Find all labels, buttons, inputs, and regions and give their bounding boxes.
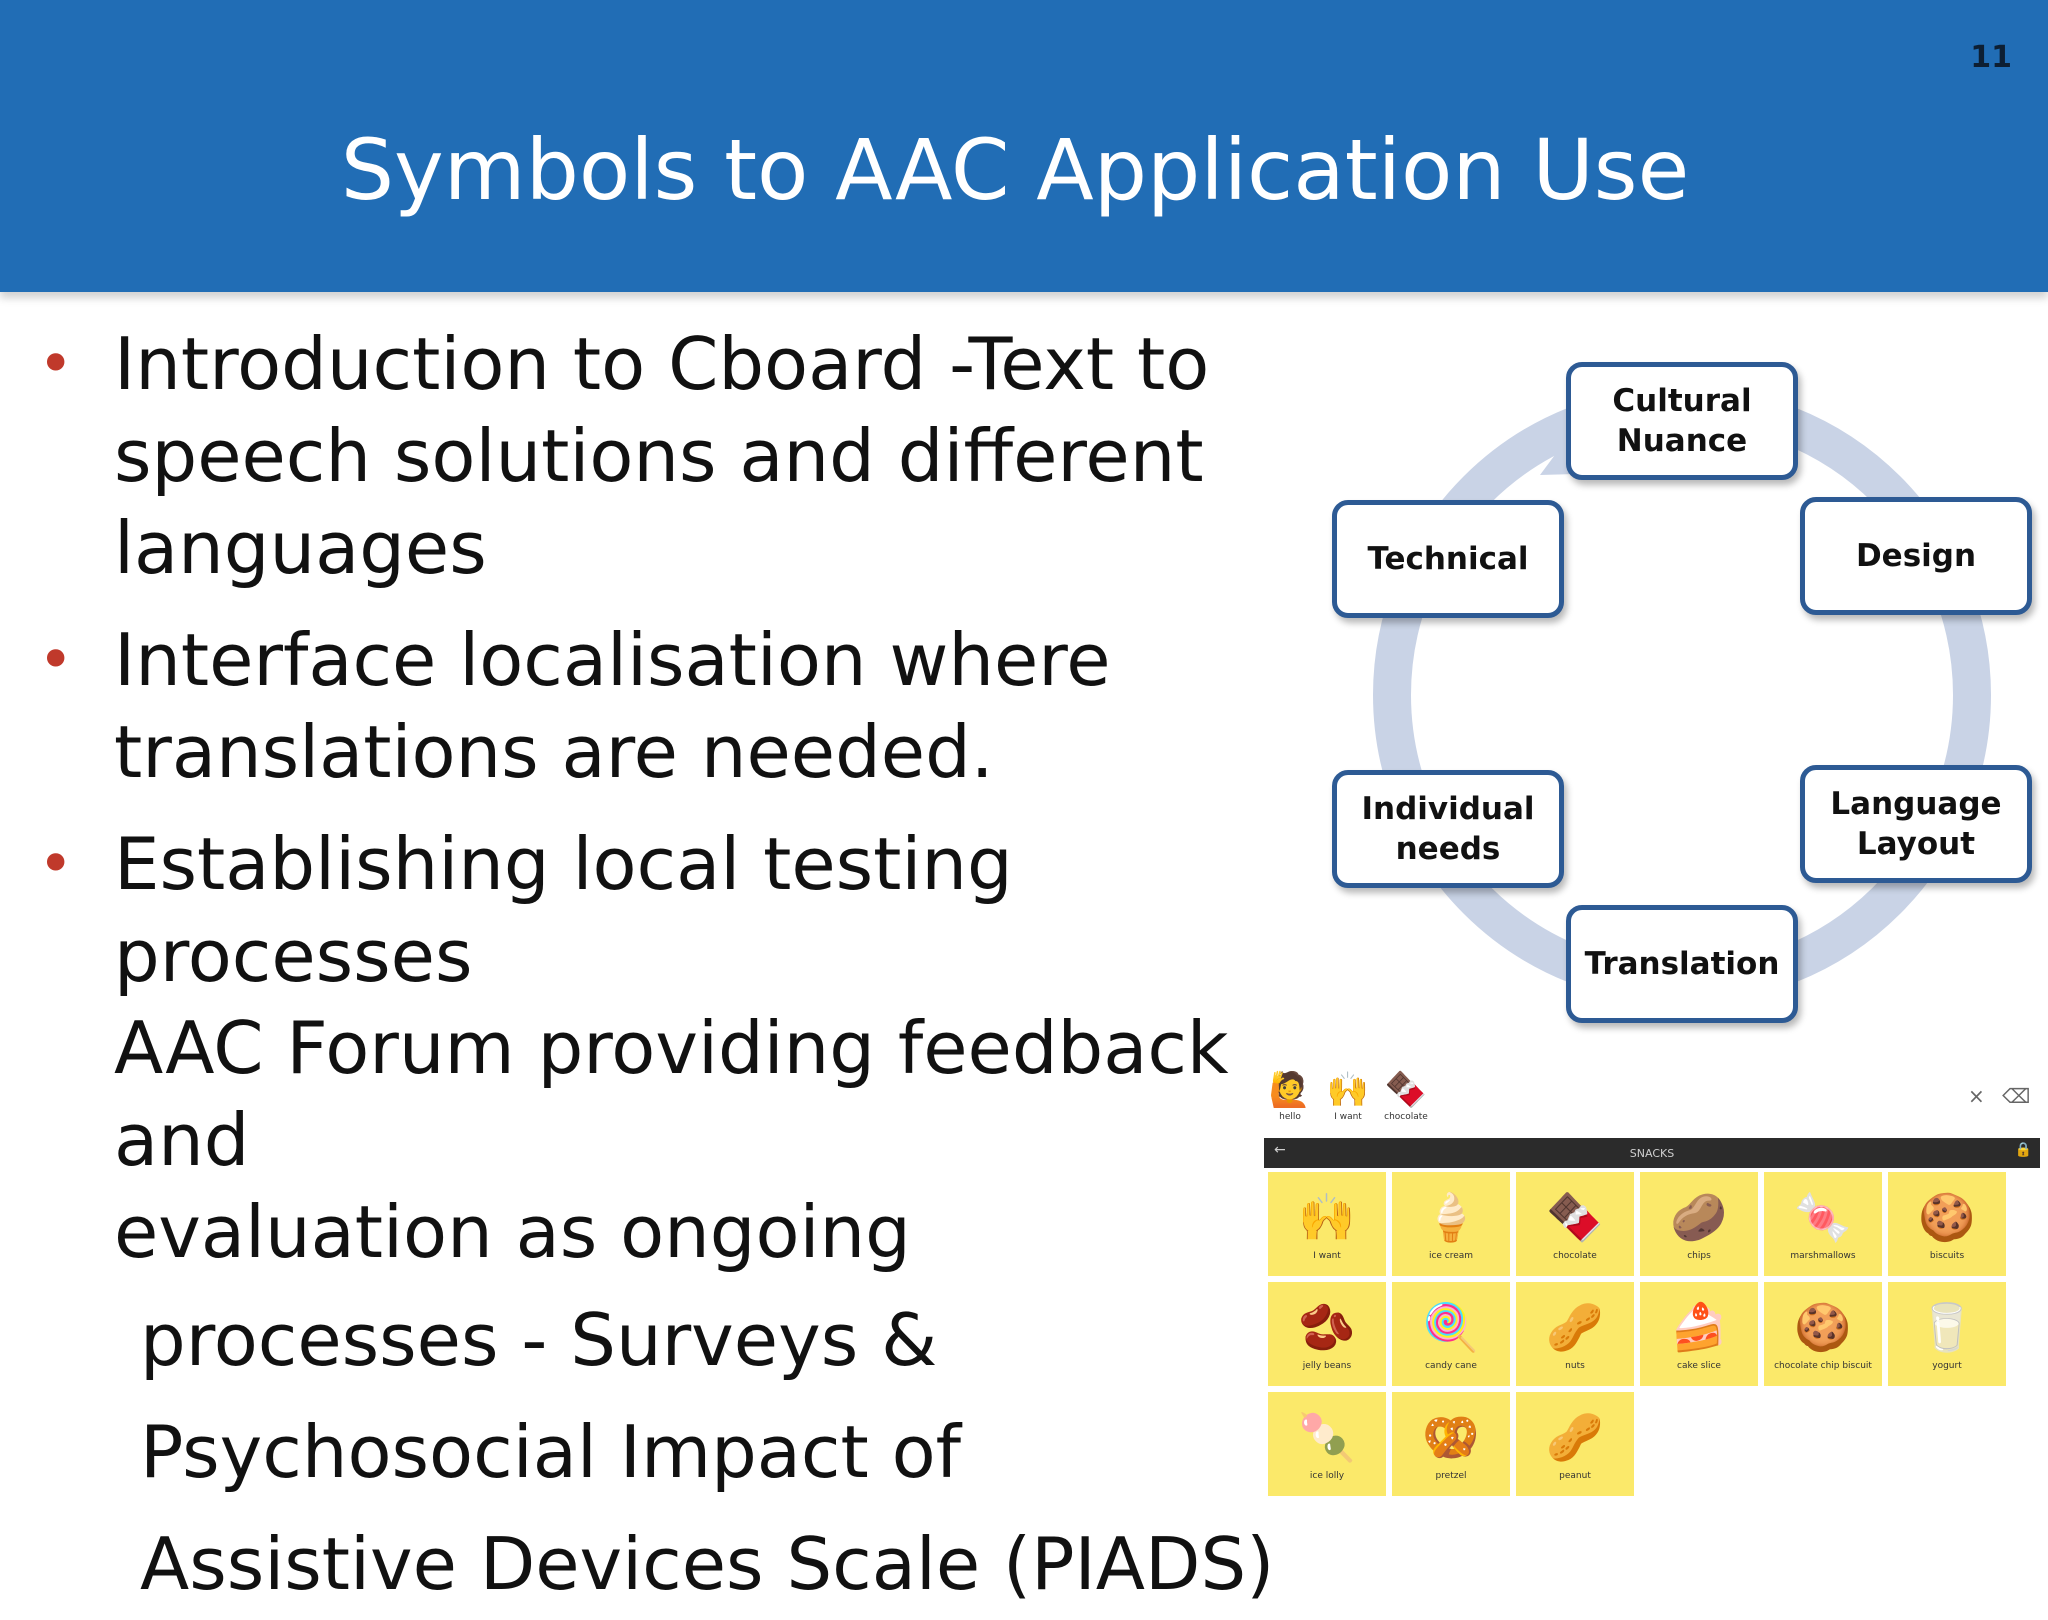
bullet-dot-icon: • bbox=[38, 625, 74, 695]
sentence-symbol[interactable]: 🍫 chocolate bbox=[1378, 1068, 1434, 1122]
cycle-ring-arc bbox=[1373, 386, 1991, 1004]
pretzel-icon: 🥨 bbox=[1422, 1410, 1480, 1464]
tile-label: ice lolly bbox=[1309, 1471, 1345, 1481]
cycle-node-language-layout: Language Layout bbox=[1800, 765, 2032, 883]
cycle-node-individual-needs: Individual needs bbox=[1332, 770, 1564, 888]
symbol-tile[interactable]: 🥨 pretzel bbox=[1392, 1392, 1510, 1496]
backspace-icon[interactable]: ⌫ bbox=[2002, 1084, 2031, 1108]
clear-icon[interactable]: × bbox=[1968, 1084, 1985, 1108]
bullet-line: Interface localisation where bbox=[114, 618, 1111, 702]
candy-cane-icon: 🍭 bbox=[1422, 1300, 1480, 1354]
tile-label: cake slice bbox=[1677, 1361, 1721, 1371]
tile-label: chocolate chip biscuit bbox=[1774, 1361, 1872, 1371]
bullet-list: • Introduction to Cboard -Text to speech… bbox=[38, 318, 1348, 1620]
jelly-beans-icon: 🫘 bbox=[1298, 1300, 1356, 1354]
cake-slice-icon: 🍰 bbox=[1670, 1300, 1728, 1354]
ice-cream-icon: 🍦 bbox=[1422, 1190, 1480, 1244]
bullet-line: AAC Forum providing feedback and bbox=[114, 1006, 1229, 1182]
person-waving-icon: 🙋 bbox=[1268, 1070, 1312, 1110]
bullet-line: evaluation as ongoing bbox=[114, 1190, 911, 1274]
cycle-node-technical: Technical bbox=[1332, 500, 1564, 618]
bullet-item: • Establishing local testing processes A… bbox=[38, 818, 1348, 1278]
symbol-tile[interactable]: 🍰 cake slice bbox=[1640, 1282, 1758, 1386]
chocolate-bar-icon: 🍫 bbox=[1384, 1070, 1428, 1110]
tile-label: pretzel bbox=[1435, 1471, 1467, 1481]
symbol-tile[interactable]: 🍡 ice lolly bbox=[1268, 1392, 1386, 1496]
tile-label: I want bbox=[1313, 1251, 1341, 1261]
symbol-tile[interactable]: 🍦 ice cream bbox=[1392, 1172, 1510, 1276]
chocolate-bar-icon: 🍫 bbox=[1546, 1190, 1604, 1244]
sentence-symbol[interactable]: 🙌 I want bbox=[1320, 1068, 1376, 1122]
bullet-item: • Introduction to Cboard -Text to speech… bbox=[38, 318, 1348, 594]
bullet-line: languages bbox=[114, 506, 487, 590]
tile-label: ice cream bbox=[1428, 1251, 1474, 1261]
tile-label: candy cane bbox=[1425, 1361, 1477, 1371]
cookie-icon: 🍪 bbox=[1794, 1300, 1852, 1354]
sub-line: processes - Surveys & bbox=[140, 1298, 938, 1382]
title-bar bbox=[0, 0, 2048, 292]
board-grid: 🙌 I want 🍦 ice cream 🍫 chocolate 🥔 chips 🍬 ma… bbox=[1268, 1172, 2042, 1508]
symbol-tile[interactable]: 🍪 chocolate chip biscuit bbox=[1764, 1282, 1882, 1386]
symbol-tile[interactable]: 🥔 chips bbox=[1640, 1172, 1758, 1276]
lock-icon[interactable]: 🔒 bbox=[2014, 1142, 2032, 1158]
nuts-icon: 🥜 bbox=[1546, 1300, 1604, 1354]
symbol-tile[interactable]: 🍬 marshmallows bbox=[1764, 1172, 1882, 1276]
tile-label: chips bbox=[1687, 1251, 1711, 1261]
symbol-tile[interactable]: 🙌 I want bbox=[1268, 1172, 1386, 1276]
tile-label: chocolate bbox=[1553, 1251, 1597, 1261]
back-arrow-icon[interactable]: ← bbox=[1274, 1142, 1286, 1158]
cycle-diagram: Cultural Nuance Design Language Layout T… bbox=[1320, 355, 2040, 1035]
chips-bag-icon: 🥔 bbox=[1670, 1190, 1728, 1244]
yogurt-cup-icon: 🥛 bbox=[1918, 1300, 1976, 1354]
cycle-node-design: Design bbox=[1800, 497, 2032, 615]
cboard-screenshot: 🙋 hello 🙌 I want 🍫 chocolate × ⌫ ← SNACK… bbox=[1262, 1068, 2042, 1508]
tile-label: peanut bbox=[1559, 1471, 1591, 1481]
biscuits-icon: 🍪 bbox=[1918, 1190, 1976, 1244]
sentence-symbol-label: I want bbox=[1334, 1112, 1362, 1122]
tile-label: marshmallows bbox=[1790, 1251, 1856, 1261]
symbol-tile[interactable]: 🥜 nuts bbox=[1516, 1282, 1634, 1386]
tile-label: yogurt bbox=[1932, 1361, 1962, 1371]
board-sentence-bar: 🙋 hello 🙌 I want 🍫 chocolate × ⌫ bbox=[1262, 1068, 2042, 1136]
cycle-node-cultural-nuance: Cultural Nuance bbox=[1566, 362, 1798, 480]
bullet-line: speech solutions and different bbox=[114, 414, 1204, 498]
bullet-line: translations are needed. bbox=[114, 710, 994, 794]
symbol-tile[interactable]: 🥜 peanut bbox=[1516, 1392, 1634, 1496]
symbol-tile[interactable]: 🍭 candy cane bbox=[1392, 1282, 1510, 1386]
bullet-line: Establishing local testing processes bbox=[114, 822, 1013, 998]
bullet-dot-icon: • bbox=[38, 329, 74, 399]
slide-number: 11 bbox=[1970, 40, 2012, 75]
bullet-item: • Interface localisation where translati… bbox=[38, 614, 1348, 798]
board-header: ← SNACKS 🔒 bbox=[1264, 1138, 2040, 1168]
marshmallow-bag-icon: 🍬 bbox=[1794, 1190, 1852, 1244]
sentence-symbol-label: hello bbox=[1279, 1112, 1301, 1122]
symbol-tile[interactable]: 🫘 jelly beans bbox=[1268, 1282, 1386, 1386]
ice-lolly-icon: 🍡 bbox=[1298, 1410, 1356, 1464]
symbol-tile[interactable]: 🍫 chocolate bbox=[1516, 1172, 1634, 1276]
sentence-symbol[interactable]: 🙋 hello bbox=[1262, 1068, 1318, 1122]
peanut-icon: 🥜 bbox=[1546, 1410, 1604, 1464]
symbol-tile[interactable]: 🥛 yogurt bbox=[1888, 1282, 2006, 1386]
tile-label: nuts bbox=[1565, 1361, 1585, 1371]
bullet-line: Introduction to Cboard -Text to bbox=[114, 322, 1210, 406]
tile-label: jelly beans bbox=[1302, 1361, 1352, 1371]
bullet-dot-icon: • bbox=[38, 829, 74, 899]
hands-reaching-icon: 🙌 bbox=[1326, 1070, 1370, 1110]
hands-reaching-icon: 🙌 bbox=[1298, 1190, 1356, 1244]
sub-line: Assistive Devices Scale (PIADS) bbox=[140, 1522, 1275, 1606]
tile-label: biscuits bbox=[1929, 1251, 1965, 1261]
board-title: SNACKS bbox=[1629, 1146, 1675, 1160]
sentence-symbol-label: chocolate bbox=[1384, 1112, 1428, 1122]
sub-line: Psychosocial Impact of bbox=[140, 1410, 962, 1494]
slide-title: Symbols to AAC Application Use bbox=[340, 121, 1690, 219]
cycle-node-translation: Translation bbox=[1566, 905, 1798, 1023]
symbol-tile[interactable]: 🍪 biscuits bbox=[1888, 1172, 2006, 1276]
